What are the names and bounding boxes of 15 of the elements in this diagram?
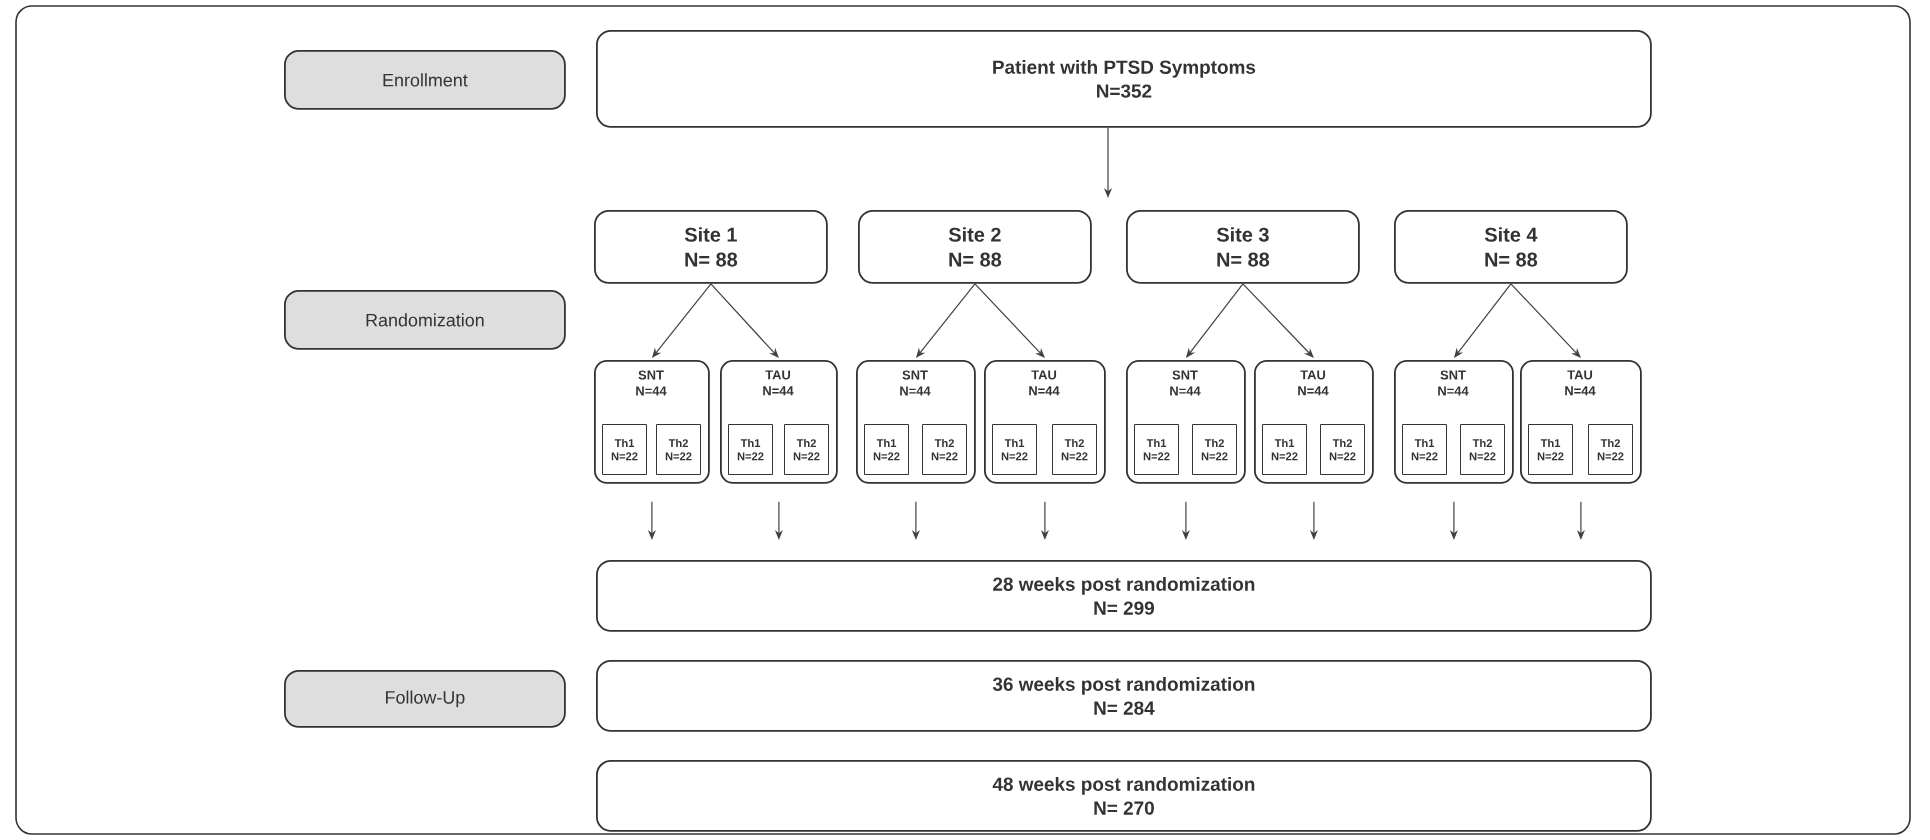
arrow <box>710 283 779 358</box>
site-box: Site 3 N= 88 <box>1126 210 1360 284</box>
stage-label-box: Follow-Up <box>284 670 566 728</box>
stage-label-box: Randomization <box>284 290 566 350</box>
arrow <box>1242 283 1314 358</box>
site-box: Site 4 N= 88 <box>1394 210 1628 284</box>
stage-box: 36 weeks post randomization N= 284 <box>596 660 1652 732</box>
site-box: Site 1 N= 88 <box>594 210 828 284</box>
stage-box: Patient with PTSD Symptoms N=352 <box>596 30 1652 128</box>
site-box: Site 2 N= 88 <box>858 210 1092 284</box>
stage-box: 28 weeks post randomization N= 299 <box>596 560 1652 632</box>
stage-label-box: Enrollment <box>284 50 566 110</box>
arrow <box>1510 283 1581 358</box>
arrow <box>974 283 1045 358</box>
stage-box: 48 weeks post randomization N= 270 <box>596 760 1652 832</box>
